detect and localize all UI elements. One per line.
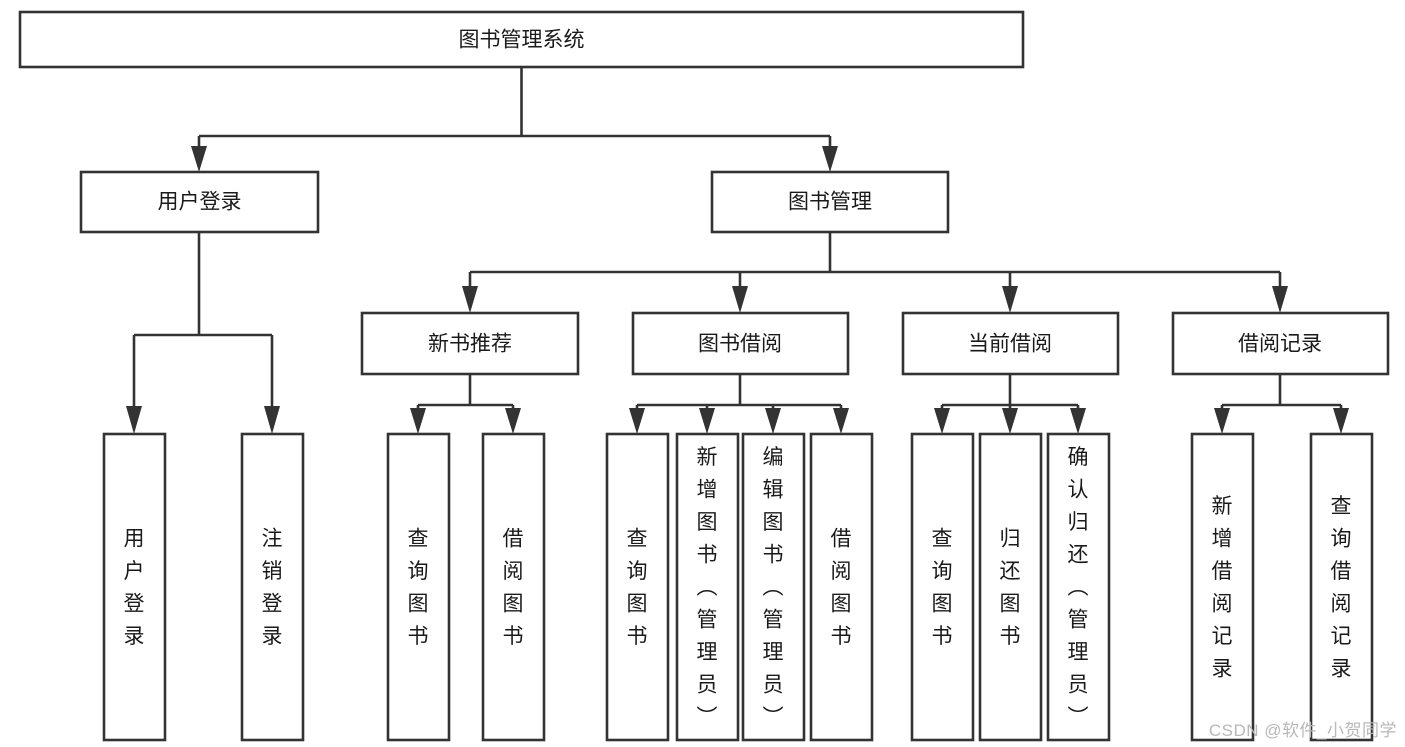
node-user-login[interactable]: 用户登录 xyxy=(79,170,320,234)
node-new-book-recommend-box[interactable] xyxy=(360,311,580,376)
leaf-query-book-1-box[interactable] xyxy=(386,432,451,742)
leaf-add-book-admin-box[interactable] xyxy=(675,432,740,742)
leaf-user-login-box[interactable] xyxy=(102,432,167,742)
leaf-query-book-1-label: 查询图书 xyxy=(408,527,429,648)
connector-layer xyxy=(126,67,1349,434)
arrow-head-borrow-record xyxy=(1272,286,1288,313)
node-new-book-recommend-label: 新书推荐 xyxy=(428,333,512,356)
node-current-borrow-box[interactable] xyxy=(901,311,1120,376)
leaf-query-borrow-record-label: 查询借阅记录 xyxy=(1331,495,1352,681)
leaf-query-book-3[interactable]: 查询图书 xyxy=(910,432,975,742)
arrow-head-leaf-user-login xyxy=(126,406,142,434)
node-user-login-box[interactable] xyxy=(79,170,320,234)
arrow-head-leaf-edit-book-admin xyxy=(765,408,781,434)
leaf-edit-book-admin-label: 编辑图书︵管理员︶ xyxy=(763,446,784,729)
node-borrow-record-box[interactable] xyxy=(1171,311,1390,376)
arrow-head-leaf-return-book xyxy=(1002,408,1018,434)
leaf-user-login-label: 用户登录 xyxy=(124,527,145,648)
node-book-borrow-label: 图书借阅 xyxy=(698,333,782,356)
leaf-borrow-book-1-box[interactable] xyxy=(481,432,546,742)
leaf-query-book-2-label: 查询图书 xyxy=(627,527,648,648)
leaf-add-borrow-record[interactable]: 新增借阅记录 xyxy=(1190,432,1255,742)
arrow-head-leaf-confirm-return-admin xyxy=(1070,408,1086,434)
node-book-management-box[interactable] xyxy=(710,170,950,234)
leaf-add-book-admin[interactable]: 新增图书︵管理员︶ xyxy=(675,432,740,742)
leaf-user-logout-box[interactable] xyxy=(240,432,305,742)
leaf-user-login[interactable]: 用户登录 xyxy=(102,432,167,742)
arrow-head-leaf-user-logout xyxy=(264,406,280,434)
leaf-confirm-return-admin-label: 确认归还︵管理员︶ xyxy=(1068,446,1089,729)
leaf-query-borrow-record-box[interactable] xyxy=(1309,432,1374,742)
node-user-login-label: 用户登录 xyxy=(158,191,242,214)
arrow-head-leaf-add-borrow-record xyxy=(1214,408,1230,434)
arrow-head-leaf-borrow-book-1 xyxy=(505,408,521,434)
leaf-user-logout-label: 注销登录 xyxy=(262,527,283,648)
arrow-head-new-book-recommend xyxy=(462,286,478,313)
node-borrow-record-label: 借阅记录 xyxy=(1238,333,1322,356)
leaf-query-book-3-box[interactable] xyxy=(910,432,975,742)
leaf-query-book-3-label: 查询图书 xyxy=(932,527,953,648)
leaf-borrow-book-2-label: 借阅图书 xyxy=(831,527,852,648)
leaf-query-book-1[interactable]: 查询图书 xyxy=(386,432,451,742)
arrow-head-book-management xyxy=(822,146,838,172)
node-book-management[interactable]: 图书管理 xyxy=(710,170,950,234)
leaf-add-borrow-record-label: 新增借阅记录 xyxy=(1212,495,1233,681)
watermark-text: CSDN @软件_小贺同学 xyxy=(1208,721,1397,740)
node-root-box[interactable] xyxy=(18,10,1025,69)
leaf-user-logout[interactable]: 注销登录 xyxy=(240,432,305,742)
arrow-head-leaf-query-book-3 xyxy=(934,408,950,434)
node-borrow-record[interactable]: 借阅记录 xyxy=(1171,311,1390,376)
leaf-borrow-book-2-box[interactable] xyxy=(809,432,874,742)
leaf-query-borrow-record[interactable]: 查询借阅记录 xyxy=(1309,432,1374,742)
arrow-head-user-login xyxy=(191,146,207,172)
leaf-borrow-book-1[interactable]: 借阅图书 xyxy=(481,432,546,742)
leaf-borrow-book-1-label: 借阅图书 xyxy=(503,527,524,648)
node-root[interactable]: 图书管理系统 xyxy=(18,10,1025,69)
leaf-edit-book-admin[interactable]: 编辑图书︵管理员︶ xyxy=(741,432,806,742)
leaf-return-book[interactable]: 归还图书 xyxy=(978,432,1043,742)
node-book-borrow-box[interactable] xyxy=(631,311,850,376)
leaf-borrow-book-2[interactable]: 借阅图书 xyxy=(809,432,874,742)
arrow-head-leaf-borrow-book-2 xyxy=(833,408,849,434)
leaf-edit-book-admin-box[interactable] xyxy=(741,432,806,742)
node-current-borrow-label: 当前借阅 xyxy=(968,333,1052,356)
leaf-add-borrow-record-box[interactable] xyxy=(1190,432,1255,742)
node-book-management-label: 图书管理 xyxy=(788,191,872,214)
node-book-borrow[interactable]: 图书借阅 xyxy=(631,311,850,376)
leaf-return-book-label: 归还图书 xyxy=(1000,527,1021,648)
leaf-query-book-2-box[interactable] xyxy=(605,432,670,742)
leaf-query-book-2[interactable]: 查询图书 xyxy=(605,432,670,742)
leaf-confirm-return-admin-box[interactable] xyxy=(1046,432,1111,742)
leaf-return-book-box[interactable] xyxy=(978,432,1043,742)
leaf-add-book-admin-label: 新增图书︵管理员︶ xyxy=(697,446,718,729)
node-new-book-recommend[interactable]: 新书推荐 xyxy=(360,311,580,376)
arrow-head-book-borrow xyxy=(732,286,748,313)
arrow-head-leaf-query-book-1 xyxy=(410,408,426,434)
node-current-borrow[interactable]: 当前借阅 xyxy=(901,311,1120,376)
arrow-head-leaf-query-borrow-record xyxy=(1333,408,1349,434)
arrow-head-leaf-add-book-admin xyxy=(699,408,715,434)
arrow-head-leaf-query-book-2 xyxy=(629,408,645,434)
leaf-confirm-return-admin[interactable]: 确认归还︵管理员︶ xyxy=(1046,432,1111,742)
arrow-head-current-borrow xyxy=(1002,286,1018,313)
node-root-label: 图书管理系统 xyxy=(459,29,585,52)
